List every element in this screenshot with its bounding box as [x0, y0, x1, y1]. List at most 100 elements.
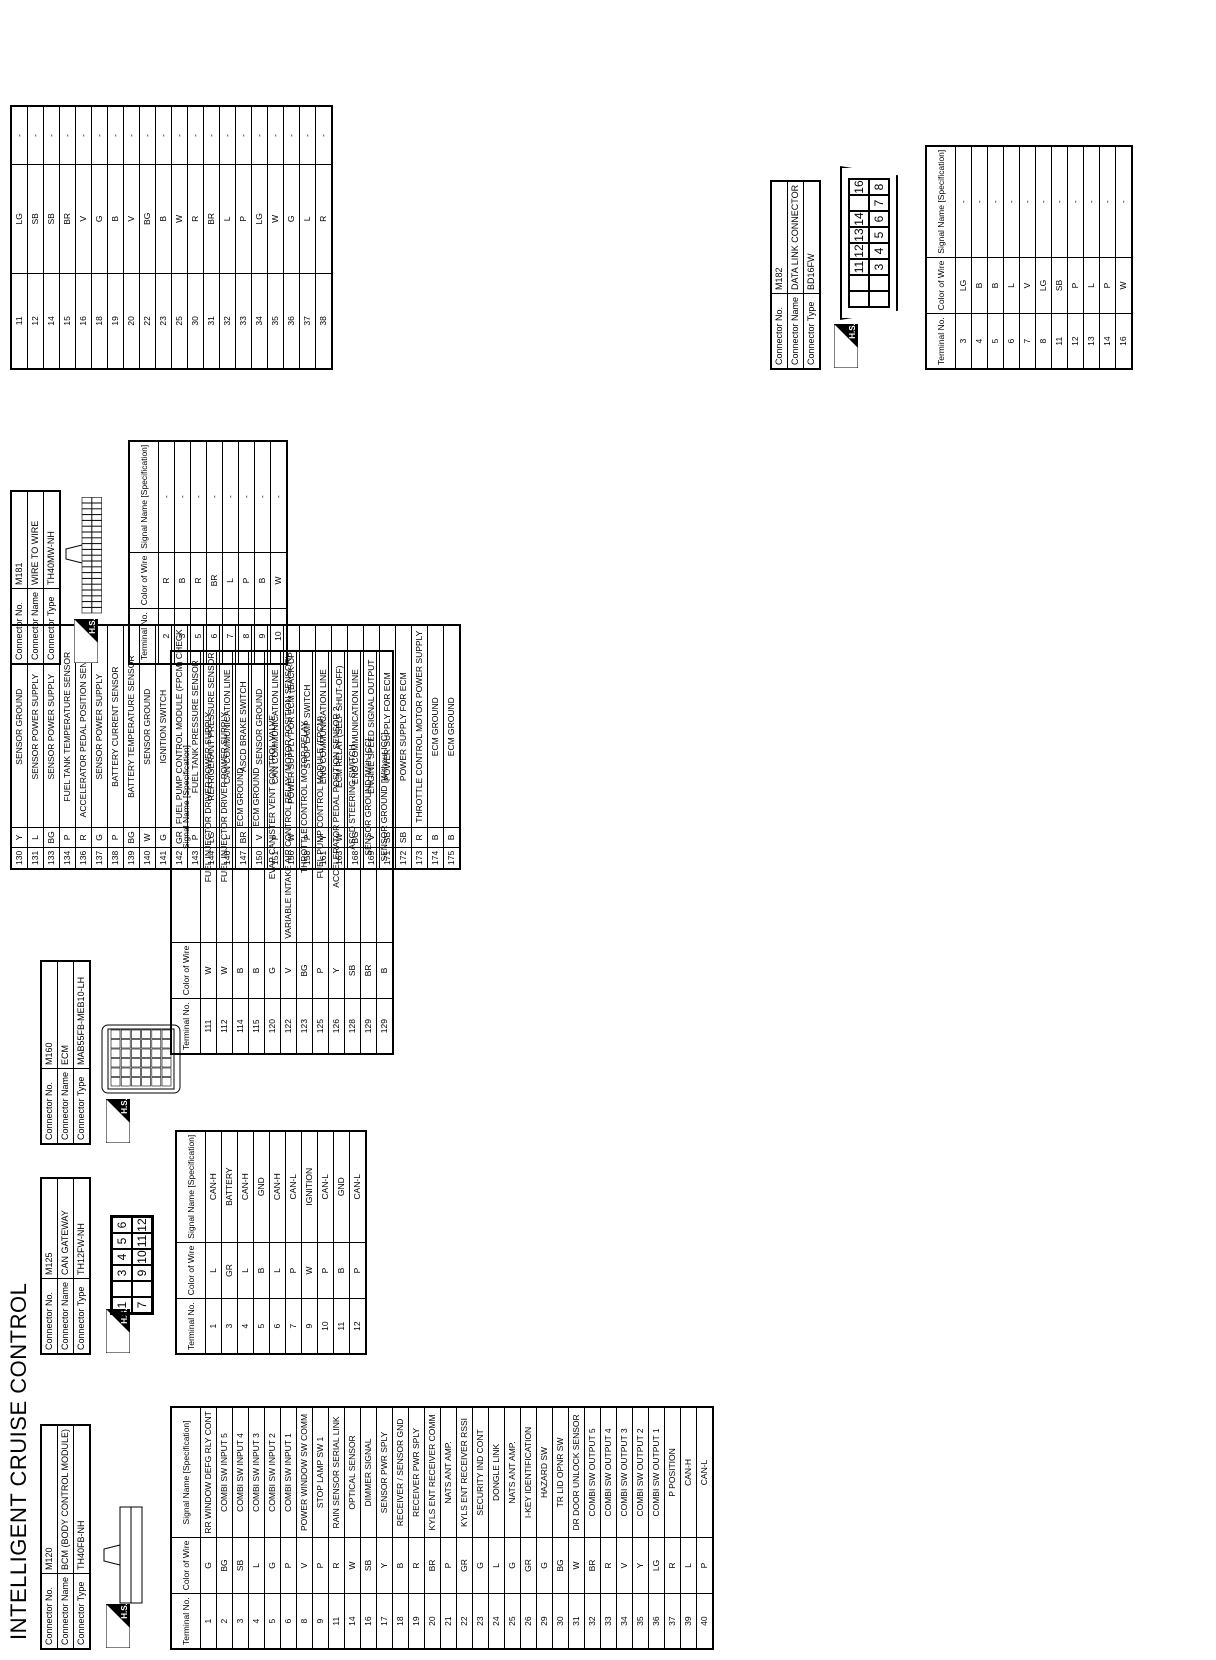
connector-pin-cell — [141, 1039, 151, 1049]
connector-pin-cell — [91, 543, 102, 550]
connector-pin-cell — [81, 508, 92, 515]
color-cell: W — [344, 1537, 361, 1594]
terminal-cell: 163 — [331, 847, 348, 869]
hs-icon: H.S. — [74, 619, 98, 663]
color-cell: L — [1003, 257, 1020, 314]
color-cell: P — [317, 1242, 334, 1299]
terminal-cell: 11 — [328, 1593, 345, 1649]
connector-pin-cell — [110, 1067, 121, 1077]
signal-cell: - — [27, 106, 44, 165]
connector-pin-cell — [120, 1067, 131, 1077]
color-cell: BG — [552, 1537, 569, 1594]
terminal-cell: 173 — [411, 847, 428, 869]
color-cell: R — [315, 164, 332, 274]
terminal-cell: 141 — [155, 847, 172, 869]
terminal-cell: 12 — [27, 273, 44, 369]
color-cell: R — [190, 552, 207, 609]
color-cell: W — [171, 164, 188, 274]
terminal-cell: 26 — [520, 1593, 537, 1649]
color-cell: W — [331, 827, 348, 848]
terminal-cell: 14 — [43, 273, 60, 369]
terminal-cell: 35 — [267, 273, 284, 369]
connector-pin: 5 — [869, 227, 889, 243]
connector-pin-cell — [120, 1048, 131, 1058]
terminal-cell: 24 — [488, 1593, 505, 1649]
connector-pin: 8 — [869, 179, 889, 195]
signal-cell: DIMMER SIGNAL — [360, 1407, 377, 1538]
signal-cell: THROTTLE CONTROL MOTOR POWER SUPPLY — [411, 625, 428, 828]
signal-cell: ECM GROUND — [427, 625, 444, 828]
signal-cell: COMBI SW INPUT 4 — [232, 1407, 249, 1538]
terminal-cell: 14 — [1099, 313, 1116, 369]
connector-pin-cell — [131, 1058, 141, 1068]
terminal-cell: 8 — [296, 1593, 313, 1649]
signal-cell: - — [1051, 145, 1068, 258]
terminal-cell: 3 — [955, 313, 972, 369]
svg-text:H.S.: H.S. — [120, 1099, 129, 1114]
color-cell: G — [91, 164, 108, 274]
color-cell: G — [200, 1537, 217, 1594]
terminal-cell: 111 — [200, 998, 217, 1054]
signal-cell: COMBI SW OUTPUT 3 — [616, 1407, 633, 1538]
color-cell: BR — [203, 164, 220, 274]
signal-cell: COMBI SW OUTPUT 2 — [632, 1407, 649, 1538]
color-cell: P — [312, 942, 329, 999]
terminal-cell: 30 — [187, 273, 204, 369]
terminal-cell: 172 — [395, 847, 412, 869]
connector-pin-cell — [81, 543, 92, 550]
terminal-cell: 146 — [219, 847, 236, 869]
connector-pin-cell — [91, 601, 102, 608]
connector-pin-cell — [151, 1077, 162, 1087]
color-cell: BR — [584, 1537, 601, 1594]
connector-pin: 4 — [869, 243, 889, 259]
m181-signal-table-a: Terminal No. Color of Wire Signal Name [… — [128, 439, 288, 665]
color-cell: V — [251, 827, 268, 848]
color-cell: B — [376, 942, 393, 999]
connector-pin-cell — [81, 566, 92, 573]
terminal-cell: 6 — [269, 1298, 286, 1354]
color-cell: BG — [43, 827, 60, 848]
connector-pin-cell — [81, 531, 92, 538]
terminal-cell: 140 — [139, 847, 156, 869]
signal-cell: HAZARD SW — [536, 1407, 553, 1538]
terminal-cell: 37 — [299, 273, 316, 369]
terminal-cell: 15 — [59, 273, 76, 369]
terminal-cell: 10 — [270, 608, 287, 664]
signal-cell: POWER SUPPLY FOR ECM — [395, 625, 412, 828]
signal-cell: STOP LAMP SWITCH — [299, 625, 316, 828]
terminal-cell: 40 — [696, 1593, 713, 1649]
connector-pin-cell — [141, 1048, 151, 1058]
terminal-cell: 5 — [190, 608, 207, 664]
connector-pin: 6 — [112, 1217, 132, 1233]
terminal-cell: 139 — [123, 847, 140, 869]
terminal-cell: 31 — [203, 273, 220, 369]
connector-pin-cell — [131, 1067, 141, 1077]
color-cell: W — [200, 942, 217, 999]
connector-pin — [869, 275, 889, 291]
signal-cell: KYLS ENT RECEIVER RSSI — [456, 1407, 473, 1538]
connector-pin-cell — [91, 497, 102, 504]
connector-pin: 5 — [112, 1233, 132, 1249]
terminal-cell: 9 — [301, 1298, 318, 1354]
